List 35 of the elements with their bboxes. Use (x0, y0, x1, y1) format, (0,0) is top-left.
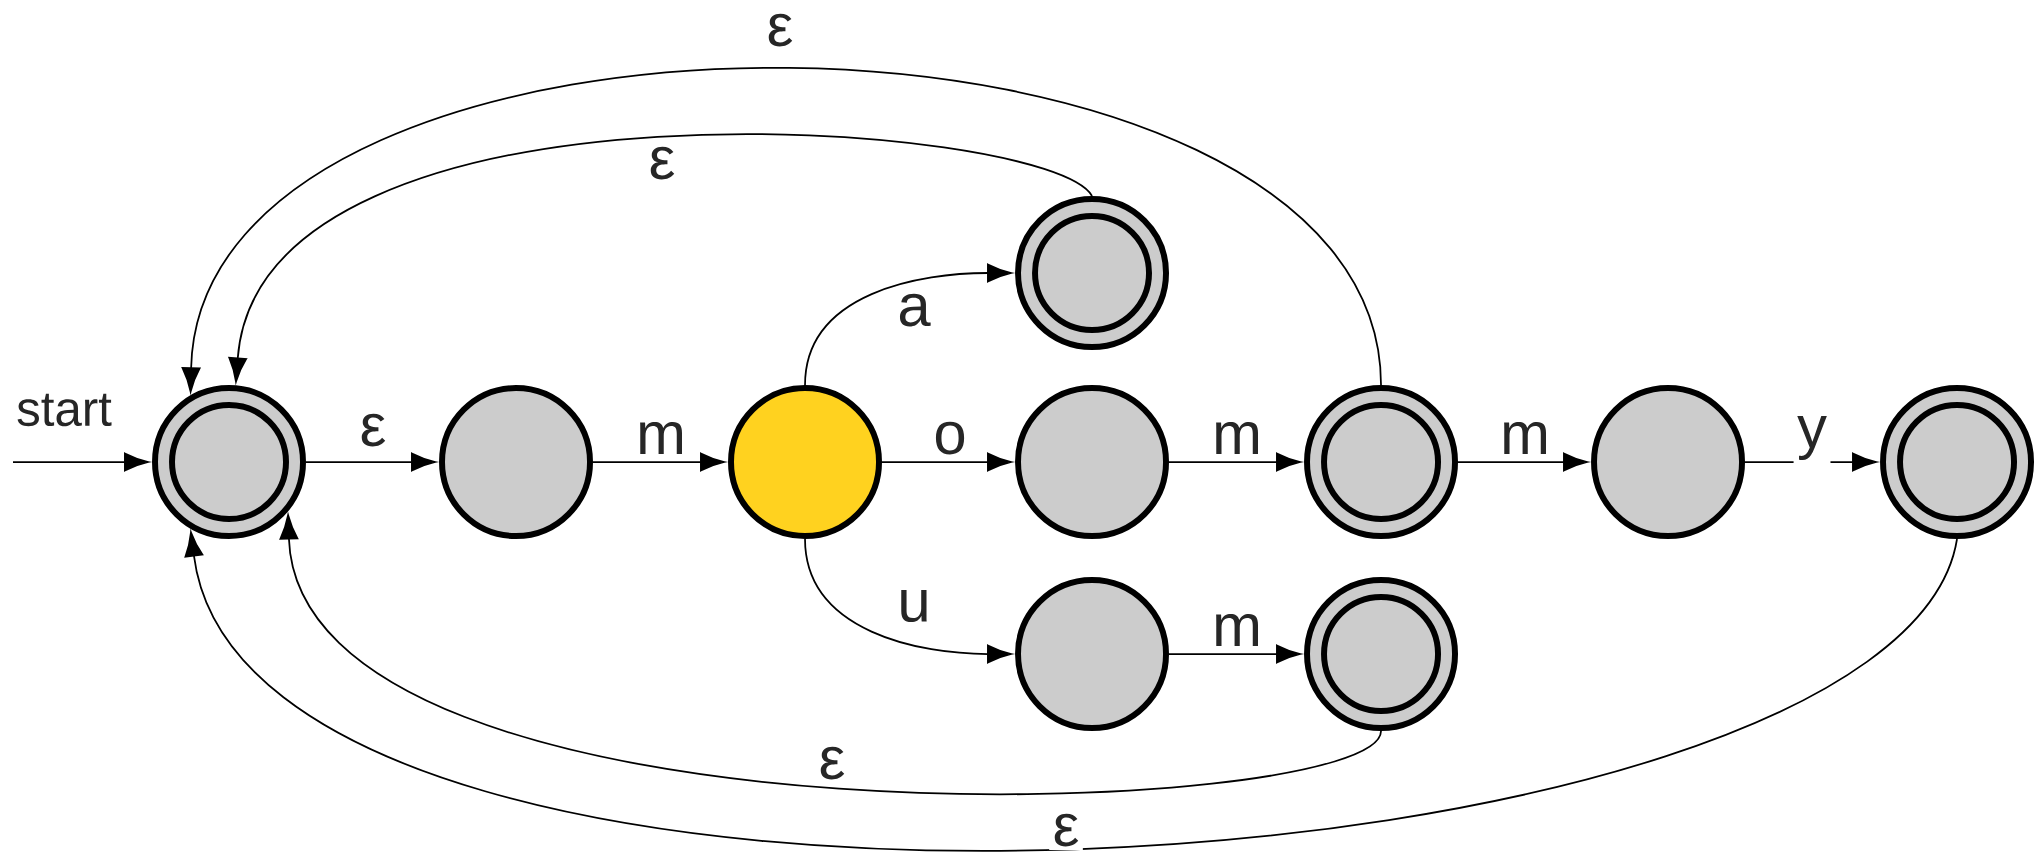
edge-label: y (1793, 412, 1831, 464)
arrow (305, 452, 437, 472)
edge-label: o (929, 418, 971, 458)
arrow (279, 514, 1382, 795)
arrow (881, 452, 1013, 472)
accepting-state-circle (1304, 577, 1458, 731)
state-circle (728, 385, 882, 539)
arrow (1457, 452, 1589, 472)
edge-label: m (1208, 610, 1266, 650)
state-circle (1015, 385, 1169, 539)
edge-label: m (632, 418, 690, 458)
arrow (1168, 644, 1302, 664)
accepting-state-circle (1304, 385, 1458, 539)
edge-label: ε (815, 743, 849, 783)
edge-label: start (12, 390, 116, 430)
state-circle (1591, 385, 1745, 539)
arrow (804, 263, 1013, 386)
edge-label: ε (1049, 810, 1083, 850)
state-circle (1015, 577, 1169, 731)
arrow (804, 538, 1013, 664)
edge-label: a (893, 290, 935, 330)
arrow (228, 133, 1093, 383)
arrow (592, 452, 726, 472)
edge-label: u (893, 586, 935, 626)
accepting-state-circle (1015, 196, 1169, 350)
state-circle (439, 385, 593, 539)
edge-label: m (1208, 418, 1266, 458)
arrow (1168, 452, 1302, 472)
edge-label: ε (645, 143, 679, 183)
edge-label: ε (763, 10, 797, 50)
edge-label: m (1496, 418, 1554, 458)
accepting-state-circle (152, 385, 306, 539)
edge-label: ε (356, 410, 390, 450)
arrow (12, 452, 150, 472)
accepting-state-circle (1880, 385, 2034, 539)
